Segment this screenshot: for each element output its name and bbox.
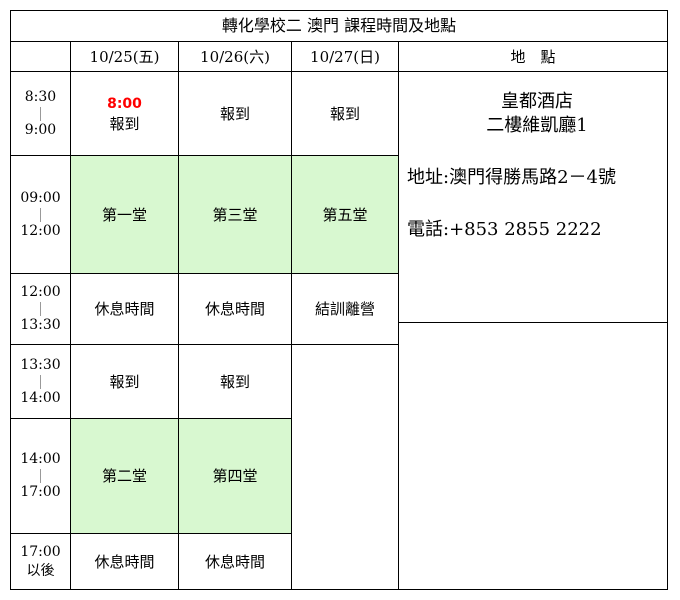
time-separator xyxy=(40,302,41,316)
cell-session-5: 第五堂 xyxy=(291,155,398,273)
venue-name-line-1: 皇都酒店 xyxy=(501,91,573,112)
day1-evening-break-label: 休息時間 xyxy=(94,552,155,571)
cell-day1-evening-break: 休息時間 xyxy=(70,533,178,589)
time-slot-4-end: 14:00 xyxy=(20,389,61,406)
cell-day2-afternoon-checkin: 報到 xyxy=(178,344,291,418)
venue-empty xyxy=(398,322,667,589)
cell-day1-checkin: 8:00 報到 xyxy=(70,71,178,155)
cell-day2-evening-break: 休息時間 xyxy=(178,533,291,589)
cell-day2-checkin: 報到 xyxy=(178,71,291,155)
day2-break-label: 休息時間 xyxy=(204,300,265,318)
header-time xyxy=(11,41,70,71)
time-slot-5-start: 14:00 xyxy=(20,451,61,467)
session-3-label: 第三堂 xyxy=(212,205,258,224)
time-slot-6-end: 以後 xyxy=(26,562,55,579)
table-title-text: 轉化學校二 澳門 課程時間及地點 xyxy=(221,16,457,35)
header-day-2: 10/26(六) xyxy=(178,41,291,71)
venue-name-line-2: 二樓維凱廳1 xyxy=(486,115,588,136)
header-day-2-label: 10/26(六) xyxy=(200,47,270,66)
time-slot-2-end: 12:00 xyxy=(20,222,61,239)
cell-day2-checkin-label: 報到 xyxy=(219,104,250,123)
table-title: 轉化學校二 澳門 課程時間及地點 xyxy=(11,11,667,41)
cell-day1-break: 休息時間 xyxy=(70,273,178,344)
start-time-highlight: 8:00 xyxy=(107,95,142,112)
time-separator xyxy=(40,469,41,483)
time-slot-1: 8:30 9:00 xyxy=(11,71,70,155)
time-slot-6-start: 17:00 xyxy=(20,543,61,560)
day1-afternoon-checkin-label: 報到 xyxy=(109,372,140,391)
time-slot-2: 09:00 12:00 xyxy=(11,155,70,273)
time-slot-5: 14:00 17:00 xyxy=(11,418,70,533)
cell-day1-checkin-label: 報到 xyxy=(109,114,140,133)
venue-info: 皇都酒店 二樓維凱廳1 地址:澳門得勝馬路2－4號 電話:+853 2855 2… xyxy=(398,71,667,322)
header-day-1-label: 10/25(五) xyxy=(89,47,160,66)
time-slot-3: 12:00 13:30 xyxy=(11,273,70,344)
cell-day2-break: 休息時間 xyxy=(178,273,291,344)
cell-day3-closing: 結訓離營 xyxy=(291,273,398,344)
time-slot-1-start: 8:30 xyxy=(24,88,57,105)
day2-evening-break-label: 休息時間 xyxy=(204,552,265,571)
time-slot-5-end: 17:00 xyxy=(20,484,61,500)
time-slot-2-start: 09:00 xyxy=(20,189,61,206)
session-2-label: 第二堂 xyxy=(101,467,147,485)
time-slot-3-start: 12:00 xyxy=(20,284,61,300)
venue-phone: 電話:+853 2855 2222 xyxy=(407,219,602,240)
session-1-label: 第一堂 xyxy=(101,205,147,224)
time-slot-3-end: 13:30 xyxy=(20,317,61,333)
cell-day3-empty-2 xyxy=(291,418,398,589)
cell-session-4: 第四堂 xyxy=(178,418,291,533)
cell-day1-afternoon-checkin: 報到 xyxy=(70,344,178,418)
cell-day3-checkin: 報到 xyxy=(291,71,398,155)
time-slot-4-start: 13:30 xyxy=(20,356,61,373)
session-5-label: 第五堂 xyxy=(322,205,368,224)
time-slot-4: 13:30 14:00 xyxy=(11,344,70,418)
session-4-label: 第四堂 xyxy=(212,467,258,485)
cell-day3-checkin-label: 報到 xyxy=(329,104,360,123)
header-day-3-label: 10/27(日) xyxy=(310,47,380,66)
cell-session-2: 第二堂 xyxy=(70,418,178,533)
day3-closing-label: 結訓離營 xyxy=(314,300,375,318)
cell-day3-empty-1 xyxy=(291,344,398,418)
time-separator xyxy=(40,374,41,389)
day1-break-label: 休息時間 xyxy=(94,300,155,318)
header-venue: 地 點 xyxy=(398,41,667,71)
header-day-3: 10/27(日) xyxy=(291,41,398,71)
time-slot-6: 17:00 以後 xyxy=(11,533,70,589)
cell-session-3: 第三堂 xyxy=(178,155,291,273)
time-slot-1-end: 9:00 xyxy=(24,121,57,138)
venue-address: 地址:澳門得勝馬路2－4號 xyxy=(407,167,616,188)
header-venue-label: 地 點 xyxy=(510,47,556,66)
header-day-1: 10/25(五) xyxy=(70,41,178,71)
time-separator xyxy=(40,207,41,222)
day2-afternoon-checkin-label: 報到 xyxy=(219,372,250,391)
cell-session-1: 第一堂 xyxy=(70,155,178,273)
time-separator xyxy=(40,106,41,121)
schedule-table: 轉化學校二 澳門 課程時間及地點 10/25(五) 10/26(六) 10/27… xyxy=(10,10,668,590)
